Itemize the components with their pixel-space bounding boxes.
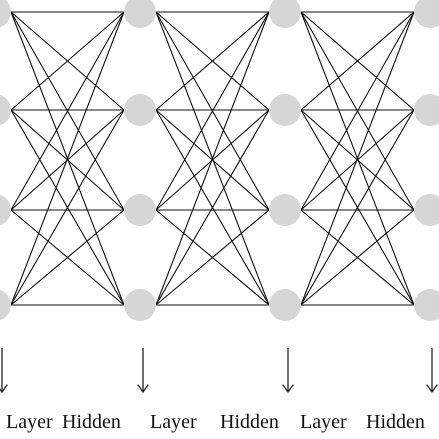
network-nodes bbox=[0, 0, 439, 321]
network-node bbox=[124, 289, 156, 321]
network-node bbox=[269, 0, 301, 28]
network-node bbox=[0, 94, 11, 126]
connection-edge bbox=[300, 109, 415, 306]
network-node bbox=[414, 194, 439, 226]
network-node bbox=[269, 289, 301, 321]
layer-label-1: Layer bbox=[6, 411, 53, 433]
network-node bbox=[269, 94, 301, 126]
hidden-label-3: Hidden bbox=[366, 411, 425, 433]
layer-label-3: Layer bbox=[300, 411, 347, 433]
connection-edge bbox=[300, 11, 415, 211]
network-node bbox=[124, 94, 156, 126]
hidden-label-1: Hidden bbox=[62, 411, 121, 433]
connection-edge bbox=[155, 11, 270, 111]
connection-edge bbox=[10, 11, 125, 306]
connection-edges bbox=[10, 11, 415, 306]
connection-edge bbox=[155, 109, 270, 306]
network-node bbox=[414, 289, 439, 321]
network-node bbox=[414, 0, 439, 28]
down-arrow-icon bbox=[426, 348, 438, 394]
connection-edge bbox=[10, 11, 125, 111]
connection-edge bbox=[10, 209, 125, 306]
connection-edge bbox=[155, 11, 270, 306]
down-arrow-icon bbox=[282, 348, 294, 394]
hidden-label-2: Hidden bbox=[220, 411, 279, 433]
network-node bbox=[414, 94, 439, 126]
connection-edge bbox=[300, 209, 415, 306]
network-node bbox=[124, 194, 156, 226]
connection-edge bbox=[155, 11, 270, 211]
layer-arrows bbox=[0, 348, 438, 394]
connection-edge bbox=[10, 109, 125, 306]
network-node bbox=[0, 289, 11, 321]
connection-edge bbox=[10, 11, 125, 211]
connection-edge bbox=[300, 11, 415, 306]
layer-label-2: Layer bbox=[150, 411, 197, 433]
down-arrow-icon bbox=[0, 348, 8, 394]
network-node bbox=[0, 0, 11, 28]
network-node bbox=[124, 0, 156, 28]
network-node bbox=[0, 194, 11, 226]
network-node bbox=[269, 194, 301, 226]
down-arrow-icon bbox=[137, 348, 149, 394]
connection-edge bbox=[300, 11, 415, 111]
connection-edge bbox=[155, 209, 270, 306]
